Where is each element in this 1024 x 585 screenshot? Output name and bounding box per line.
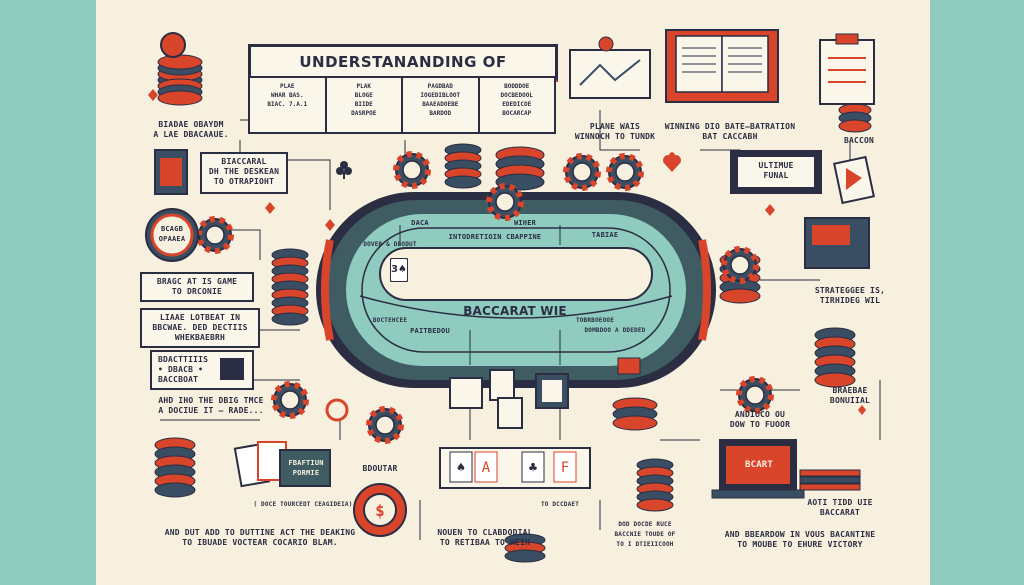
left-info-text-1: BRAGC AT IS GAME TO DRCONIE xyxy=(156,277,238,296)
heart-badge-icon xyxy=(220,358,244,380)
tablet-icon xyxy=(804,217,870,269)
heart-icon xyxy=(663,152,681,172)
chip-stacks xyxy=(154,32,872,512)
info-table-column: PLAE WHAR BAS. BIAC. 7.A.1 xyxy=(250,78,327,132)
info-table-columns: PLAE WHAR BAS. BIAC. 7.A.1 PLAK BLOGE BIIDE DA… xyxy=(250,78,554,132)
label-top-right: BACCON xyxy=(843,136,875,145)
info-table-cell: IOGEDIBLOOT xyxy=(420,92,461,99)
card-hand-bottom: ♠ A ♣ F xyxy=(439,447,591,489)
book-icon xyxy=(665,29,779,103)
label-left-4: AHD IHO THE DBIG TMCE A DOCIUE IT – RADE… xyxy=(158,396,264,415)
label-right-2: BRAEBAE BONUIIAL xyxy=(829,386,871,405)
info-table-cell: WHAR BAS. xyxy=(270,92,304,99)
table-row-label: INTODRETIOIN CBAPPINE xyxy=(448,233,542,241)
svg-text:$: $ xyxy=(375,501,385,520)
chip-label-left: BCAGB OPAAEA xyxy=(158,225,186,243)
label-bottom-center-3: DOD DOCDE RUCE BACCNIE TOUDE OF TO I DTI… xyxy=(614,521,676,548)
left-info-text-3: BDACTTIIIS • DBACB • BACCBOAT xyxy=(158,355,209,384)
info-table-cell: BIIDE xyxy=(354,101,373,108)
info-table-cell: EDEDICOE xyxy=(502,101,532,108)
label-bottom-center-2: TO DCCDAET xyxy=(540,501,580,508)
label-bottom-right: AND BBEARDOW IN VOUS BACANTINE TO MOUBE … xyxy=(724,530,876,549)
table-bottom-left-label: BOCTEHCEE xyxy=(372,317,408,324)
baccarat-table xyxy=(316,192,716,388)
monitor-icon xyxy=(154,149,188,195)
label-right-1: STRATEGGEE IS, TIRHIDEG WIL xyxy=(814,286,886,305)
label-bottom-right-2: AOTI TIDD UIE BACCARAT xyxy=(807,498,873,517)
ultimate-inner xyxy=(738,157,814,187)
left-info-box-2: LIAAE LOTBEAT IN BBCWAE. DED DECTIIS WHE… xyxy=(140,308,260,348)
table-center-label: BACCARAT WIE xyxy=(463,304,567,318)
left-info-text-2: LIAAE LOTBEAT IN BBCWAE. DED DECTIIS WHE… xyxy=(152,313,248,342)
baccarat-info-box: BIACCARAL DH THE DESKEAN TO OTRAPIOHT xyxy=(200,152,288,194)
table-top-mid-label: WIHER xyxy=(513,219,537,227)
info-table-cell: PAGDBAD xyxy=(427,83,453,90)
card-fan-icon xyxy=(833,155,875,205)
ultimate-text: ULTIMUE FUNAL xyxy=(758,161,794,180)
clipboard-icon xyxy=(819,33,875,105)
info-table-cell: BOCARCAP xyxy=(502,110,532,117)
label-bottom-left: AND DUT ADD TO DUTTINE ACT THE DEAKING T… xyxy=(164,528,356,547)
info-table-cell: BARDOD xyxy=(429,110,452,117)
info-table-cell: PLAE xyxy=(280,83,295,90)
info-table-cell: PLAK xyxy=(356,83,371,90)
left-info-box-1: BRAGC AT IS GAME TO DRCONIE xyxy=(140,272,254,302)
table-top-right-label: TABIAE xyxy=(591,231,619,239)
info-table-column: BODDDOE DOCBEDOOL EDEDICOE BOCARCAP xyxy=(480,78,555,132)
left-margin xyxy=(0,0,96,585)
label-mid-right: ANDIUCO OU DOW TO FUOOR xyxy=(729,410,791,429)
info-table-column: PAGDBAD IOGEDIBLOOT BAAEADOEBE BARDOD xyxy=(403,78,480,132)
laptop-icon xyxy=(711,439,805,499)
info-table-column: PLAK BLOGE BIIDE DASRPOE xyxy=(327,78,403,132)
table-bottom-right-label-2: DOMBDOO A DDEDED xyxy=(584,327,646,334)
fraction-label: FBAFTIUN PORMIE xyxy=(288,459,324,477)
info-table-cell: DASRPOE xyxy=(351,110,377,117)
right-margin xyxy=(930,0,1024,585)
table-bottom-right-label: TOBRBOEOOE xyxy=(575,317,615,324)
single-chips: $ xyxy=(145,154,771,563)
info-table-cell: BIAC. 7.A.1 xyxy=(267,101,308,108)
info-table-cell: BAAEADOEBE xyxy=(422,101,459,108)
table-left-label: DOVER & DBODUT xyxy=(363,241,417,248)
fraction-sub-label: ( DOCE TOURCEDT CEAGIDEIA) xyxy=(253,501,353,508)
info-table-cell: BODDDOE xyxy=(504,83,530,90)
ultimate-box: ULTIMUE FUNAL xyxy=(730,150,822,194)
board-cards xyxy=(449,369,569,429)
playing-card: 3♠ xyxy=(390,258,408,282)
label-top-mid: PLANE WAIS WINNOCH TO TUNDK xyxy=(574,122,656,141)
baccarat-info-text: BIACCARAL DH THE DESKEAN TO OTRAPIOHT xyxy=(208,157,280,186)
info-table-cell: BLOGE xyxy=(354,92,373,99)
laptop-screen-text: BCART xyxy=(744,460,774,470)
info-table-cell: DOCBEDOOL xyxy=(500,92,533,99)
label-top-mid-2: WINNING DIO BATE–BATRATION BAT CACCABH xyxy=(664,122,796,141)
label-top-left: BIADAE OBAYDM A LAE DBACAAUE. xyxy=(153,120,229,139)
card-fan-left xyxy=(233,441,331,488)
svg-text:♣: ♣ xyxy=(529,460,538,476)
whiteboard-icon xyxy=(569,36,651,99)
club-icon xyxy=(336,161,352,179)
info-table: PLAE WHAR BAS. BIAC. 7.A.1 PLAK BLOGE BIIDE DA… xyxy=(248,76,556,134)
svg-text:F: F xyxy=(561,460,569,476)
table-bottom-mid-label: PAITBEDOU xyxy=(410,327,450,335)
svg-text:A: A xyxy=(482,460,491,476)
left-info-box-3: BDACTTIIIS • DBACB • BACCBOAT xyxy=(150,350,254,390)
svg-text:♠: ♠ xyxy=(457,460,465,476)
label-bottom-center: NOUEN TO CLABDODIAL TO RETIBAA TO WEIH xyxy=(437,528,533,547)
label-bdutar: BDOUTAR xyxy=(362,464,398,473)
table-top-left-label: DACA xyxy=(411,219,429,227)
